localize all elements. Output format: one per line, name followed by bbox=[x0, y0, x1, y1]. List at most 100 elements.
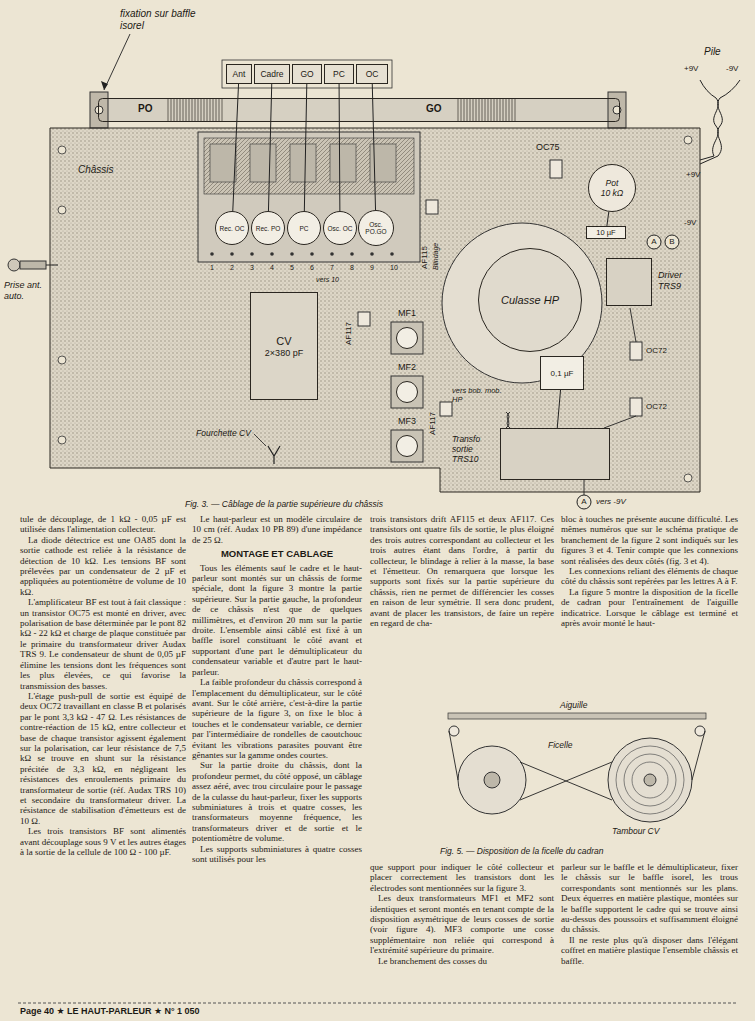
if-transformer: MF3 bbox=[396, 435, 418, 457]
coil: Rec. PO bbox=[251, 211, 285, 245]
node-outline-shape bbox=[227, 65, 252, 84]
node-label: Cadre bbox=[260, 69, 283, 79]
text-column: trois transistors drift AF115 et deux AF… bbox=[370, 514, 554, 698]
text-anchor: Aiguille bbox=[560, 700, 587, 710]
text-anchor: AF117 bbox=[344, 338, 367, 356]
node-outline-shape bbox=[359, 211, 394, 246]
wire-connector bbox=[339, 84, 341, 211]
text-anchor: -9V bbox=[726, 64, 738, 74]
text-anchor: OC75 bbox=[536, 142, 560, 153]
text-column: Le haut-parleur est un modèle circulaire… bbox=[192, 514, 362, 1002]
node-outline-shape bbox=[607, 259, 652, 306]
speaker-magnet: Culasse HP bbox=[478, 248, 582, 352]
text-anchor: Pile bbox=[704, 46, 721, 58]
output-transformer: Transfo sortie TRS10 bbox=[500, 428, 610, 480]
wire-connector bbox=[372, 84, 375, 210]
text-anchor: Driver TRS9 bbox=[658, 270, 698, 292]
node-outline-shape bbox=[255, 65, 290, 84]
text-anchor: 9 bbox=[370, 264, 374, 272]
node-label: MF3 bbox=[392, 416, 422, 427]
node-outline bbox=[396, 381, 418, 403]
transistor-label: AF117 bbox=[428, 412, 438, 435]
coil: PC bbox=[287, 211, 321, 245]
node-outline-shape bbox=[252, 212, 285, 245]
node-label: Pot bbox=[606, 178, 619, 188]
text-anchor: 5 bbox=[290, 264, 294, 272]
node-outline bbox=[396, 327, 418, 349]
node-label: 10 kΩ bbox=[601, 188, 624, 198]
wire-connector bbox=[304, 84, 306, 211]
pin-number: 7 bbox=[330, 264, 334, 272]
transistor-label: OC72 bbox=[646, 402, 667, 412]
node-outline-shape bbox=[587, 227, 626, 239]
body-paragraph: bloc à touches ne présente aucune diffic… bbox=[561, 514, 738, 566]
body-paragraph: parleur sur le baffle et le démultiplica… bbox=[561, 862, 738, 935]
callout-note: fixation sur baffle isorel bbox=[120, 8, 216, 32]
wire-connector bbox=[233, 84, 239, 211]
text-anchor: Fourchette CV bbox=[196, 428, 251, 438]
body-paragraph: Les trois transistors BF sont alimentés … bbox=[20, 826, 186, 857]
node-outline-shape bbox=[397, 436, 418, 457]
terminal-box: PC bbox=[324, 64, 354, 84]
text-anchor: 2 bbox=[230, 264, 234, 272]
text-anchor: 8 bbox=[350, 264, 354, 272]
node-label: 10 µF bbox=[596, 228, 615, 237]
body-paragraph: Les deux transformateurs MF1 et MF2 sont… bbox=[370, 893, 554, 955]
node-outline-shape bbox=[541, 357, 584, 390]
body-paragraph: Le haut-parleur est un modèle circulaire… bbox=[192, 514, 362, 545]
body-paragraph: Le branchement des cosses du bbox=[370, 956, 554, 966]
part-label: Aiguille bbox=[560, 700, 587, 710]
text-anchor: MF3 bbox=[392, 416, 422, 427]
voltage-label: -9V bbox=[684, 218, 696, 228]
text-anchor: PO bbox=[138, 103, 152, 115]
pin-number: 10 bbox=[390, 264, 398, 272]
terminal-box: GO bbox=[292, 64, 322, 84]
voltage-label: +9V bbox=[686, 170, 700, 180]
body-paragraph: Il ne reste plus qu'à disposer dans l'él… bbox=[561, 935, 738, 966]
text-anchor: Ficelle bbox=[548, 740, 573, 750]
node-label: Rec. OC bbox=[220, 225, 245, 232]
if-transformer: MF2 bbox=[396, 381, 418, 403]
connection-letter: A bbox=[579, 497, 589, 507]
node-outline-shape bbox=[251, 293, 318, 400]
node-label: 0,1 µF bbox=[551, 369, 574, 378]
node-label: MF1 bbox=[392, 308, 422, 319]
text-anchor: MF1 bbox=[392, 308, 422, 319]
pin-number: 8 bbox=[350, 264, 354, 272]
text-anchor: Page 40 ★ LE HAUT-PARLEUR ★ N° 1 050 bbox=[20, 1006, 200, 1017]
callout-note: Fourchette CV bbox=[196, 428, 251, 438]
text-anchor: Transfo sortie TRS10 bbox=[452, 434, 496, 464]
text-anchor: 7 bbox=[330, 264, 334, 272]
node-label: Rec. PO bbox=[256, 225, 281, 232]
node-label: GO bbox=[426, 103, 442, 115]
if-transformer: MF1 bbox=[396, 327, 418, 349]
node-label: Ant bbox=[233, 69, 246, 79]
node-outline-shape bbox=[293, 65, 322, 84]
wire-note: vers 10 bbox=[316, 276, 339, 284]
wire-note: vers -9V bbox=[596, 497, 626, 507]
text-anchor: Châssis bbox=[78, 164, 114, 176]
text-anchor: OC72 bbox=[646, 402, 667, 412]
pin-number: 2 bbox=[230, 264, 234, 272]
pin-number: 5 bbox=[290, 264, 294, 272]
body-paragraph: Les connexions reliant des éléments de c… bbox=[561, 566, 738, 587]
terminal-box: OC bbox=[356, 64, 388, 84]
connection-letter: B bbox=[667, 237, 677, 247]
caption-anchor: Fig. 3. — Câblage de la partie supérieur… bbox=[185, 499, 425, 509]
node-label: PO bbox=[138, 103, 152, 115]
terminal-box: Ant bbox=[226, 64, 252, 84]
pin-label: Blindage bbox=[432, 243, 440, 270]
node-outline-shape bbox=[397, 382, 418, 403]
text-anchor: Prise ant. auto. bbox=[4, 280, 54, 302]
pin-number: 9 bbox=[370, 264, 374, 272]
wire-note: vers bob. mob. HP bbox=[452, 386, 502, 404]
text-anchor: +9V bbox=[684, 64, 698, 74]
body-paragraph: L'étage push-pull de sortie est équipé d… bbox=[20, 691, 186, 826]
text-anchor: AF115 bbox=[420, 262, 443, 280]
node-label: Châssis bbox=[78, 164, 114, 176]
node-label: Driver TRS9 bbox=[658, 270, 698, 292]
text-anchor: vers -9V bbox=[596, 497, 626, 507]
node-outline-shape bbox=[501, 429, 610, 480]
node-outline-shape bbox=[216, 212, 249, 245]
